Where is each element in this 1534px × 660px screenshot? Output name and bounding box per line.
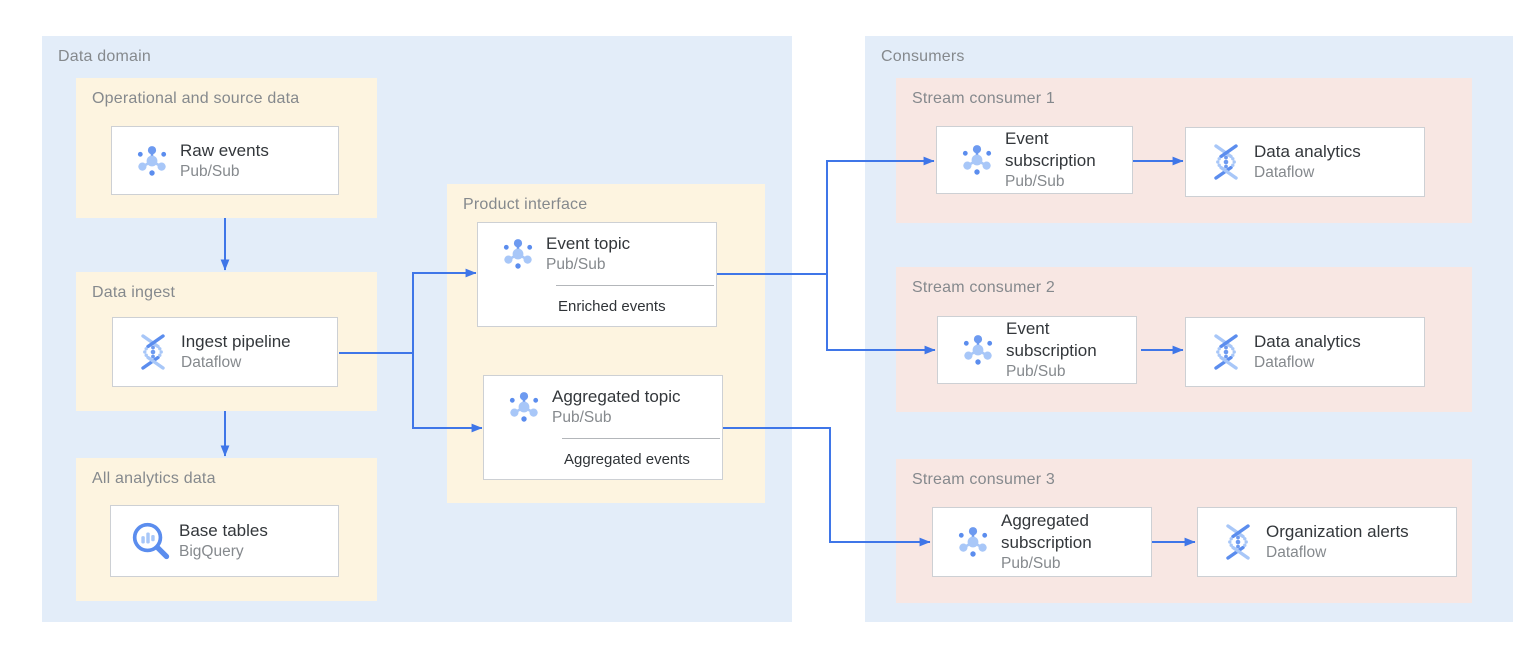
panel-consumers: Consumers Stream consumer 1 Event subscr…: [865, 36, 1513, 622]
node-product: Pub/Sub: [180, 162, 240, 180]
pubsub-icon: [490, 234, 546, 274]
node-text: Aggregated subscription Pub/Sub: [1001, 510, 1151, 574]
node-product: Pub/Sub: [1005, 173, 1065, 190]
node-product: Pub/Sub: [552, 409, 612, 426]
node-title: Organization alerts: [1266, 522, 1409, 541]
pubsub-icon: [950, 330, 1006, 370]
group-data-ingest: Data ingest Ingest pipeline Dataflow: [76, 272, 377, 411]
node-product: Dataflow: [1266, 544, 1327, 561]
group-product-interface: Product interface Event topic Pub/Sub En…: [447, 184, 765, 503]
node-text: Event subscription Pub/Sub: [1005, 128, 1132, 192]
node-aggregated-subscription: Aggregated subscription Pub/Sub: [932, 507, 1152, 577]
node-title: Data analytics: [1254, 142, 1361, 161]
node-ingest-pipeline: Ingest pipeline Dataflow: [112, 317, 338, 387]
dataflow-icon: [1198, 142, 1254, 182]
node-product: Dataflow: [1254, 164, 1315, 181]
node-event-topic: Event topic Pub/Sub Enriched events: [477, 222, 717, 327]
node-title: Aggregated topic: [552, 387, 681, 406]
divider: [562, 438, 720, 439]
group-stream-consumer-3: Stream consumer 3 Aggregated subscriptio…: [896, 459, 1472, 603]
group-operational-label: Operational and source data: [92, 90, 300, 107]
group-operational-source-data: Operational and source data Raw events P…: [76, 78, 377, 218]
node-product: Dataflow: [1254, 354, 1315, 371]
node-text: Organization alerts Dataflow: [1266, 521, 1415, 563]
node-base-tables: Base tables BigQuery: [110, 505, 339, 577]
node-title: Aggregated subscription: [1001, 511, 1092, 552]
node-text: Ingest pipeline Dataflow: [181, 331, 297, 373]
node-data-analytics-1: Data analytics Dataflow: [1185, 127, 1425, 197]
node-product: Dataflow: [181, 354, 242, 371]
pubsub-icon: [496, 387, 552, 427]
node-organization-alerts: Organization alerts Dataflow: [1197, 507, 1457, 577]
node-row: Event topic Pub/Sub: [478, 223, 716, 285]
pubsub-icon: [124, 141, 180, 181]
dataflow-icon: [1198, 332, 1254, 372]
node-title: Raw events: [180, 140, 269, 160]
group-stream-consumer-2: Stream consumer 2 Event subscription Pub…: [896, 267, 1472, 412]
node-text: Base tables BigQuery: [179, 520, 274, 562]
bigquery-icon: [123, 518, 179, 564]
dataflow-icon: [1210, 522, 1266, 562]
node-row: Aggregated topic Pub/Sub: [484, 376, 722, 438]
node-text: Raw events Pub/Sub: [180, 140, 275, 182]
node-text: Event subscription Pub/Sub: [1006, 318, 1136, 382]
group-stream-consumer-1-label: Stream consumer 1: [912, 90, 1056, 107]
panel-consumers-label: Consumers: [881, 48, 965, 65]
group-product-interface-label: Product interface: [463, 196, 588, 213]
node-product: Pub/Sub: [1006, 363, 1066, 380]
node-title: Event subscription: [1006, 319, 1097, 360]
node-product: BigQuery: [179, 543, 244, 560]
group-data-ingest-label: Data ingest: [92, 284, 176, 301]
node-tag: Enriched events: [558, 297, 666, 315]
group-all-analytics-data: All analytics data Base tables BigQuery: [76, 458, 377, 601]
panel-data-domain: Data domain Operational and source data …: [42, 36, 792, 622]
node-product: Pub/Sub: [1001, 555, 1061, 572]
panel-data-domain-label: Data domain: [58, 48, 151, 65]
node-text: Data analytics Dataflow: [1254, 141, 1367, 183]
node-title: Event subscription: [1005, 129, 1096, 170]
node-product: Pub/Sub: [546, 256, 606, 273]
node-raw-events: Raw events Pub/Sub: [111, 126, 339, 195]
group-stream-consumer-2-label: Stream consumer 2: [912, 279, 1056, 296]
node-event-subscription-1: Event subscription Pub/Sub: [936, 126, 1133, 194]
node-title: Base tables: [179, 521, 268, 540]
node-text: Event topic Pub/Sub: [546, 233, 636, 275]
pubsub-icon: [945, 522, 1001, 562]
group-stream-consumer-3-label: Stream consumer 3: [912, 471, 1056, 488]
node-title: Data analytics: [1254, 332, 1361, 351]
node-title: Ingest pipeline: [181, 332, 291, 351]
pubsub-icon: [949, 140, 1005, 180]
node-tag: Aggregated events: [564, 450, 690, 468]
group-all-analytics-label: All analytics data: [92, 470, 216, 487]
node-event-subscription-2: Event subscription Pub/Sub: [937, 316, 1137, 384]
dataflow-icon: [125, 332, 181, 372]
node-title: Event topic: [546, 234, 631, 253]
node-aggregated-topic: Aggregated topic Pub/Sub Aggregated even…: [483, 375, 723, 480]
node-text: Aggregated topic Pub/Sub: [552, 386, 687, 428]
group-stream-consumer-1: Stream consumer 1 Event subscription Pub…: [896, 78, 1472, 223]
node-data-analytics-2: Data analytics Dataflow: [1185, 317, 1425, 387]
divider: [556, 285, 714, 286]
node-text: Data analytics Dataflow: [1254, 331, 1367, 373]
